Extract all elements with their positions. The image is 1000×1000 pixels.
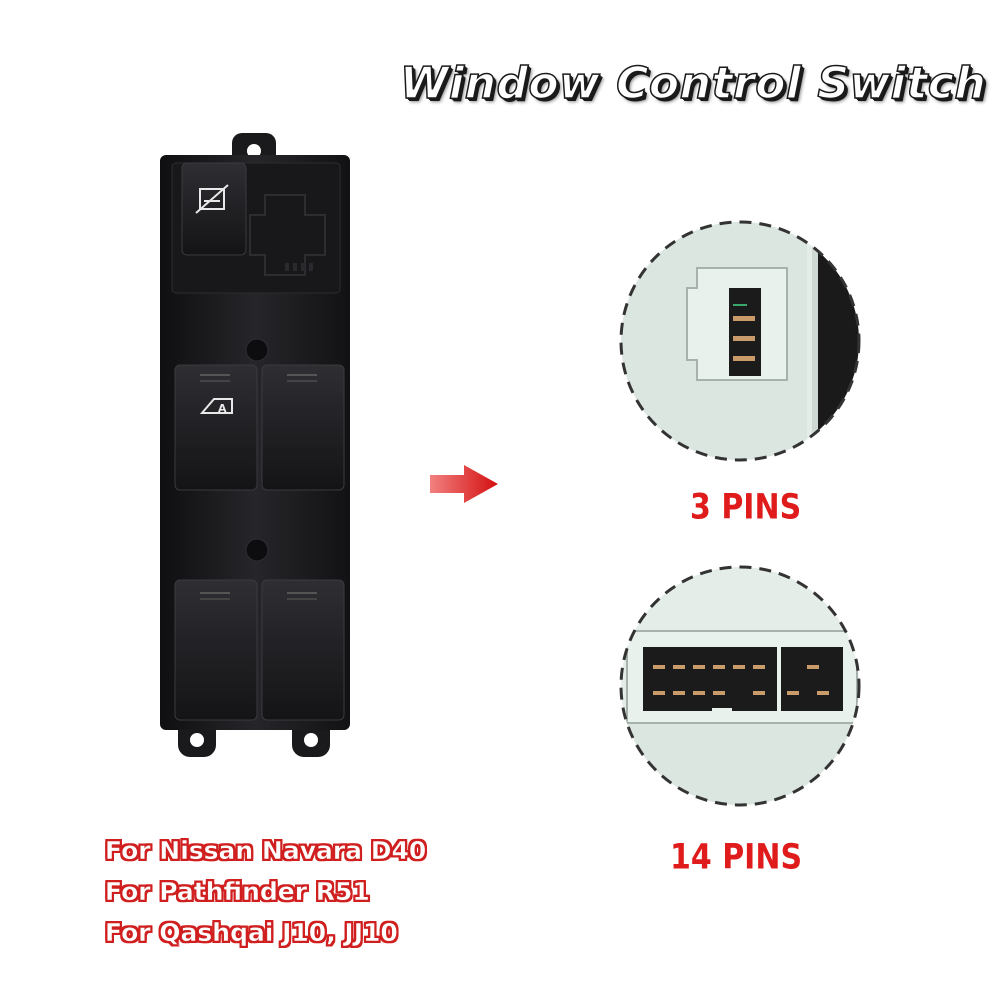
- svg-text:A: A: [218, 402, 227, 415]
- page-title: Window Control Switch: [399, 57, 987, 110]
- passenger-window-button[interactable]: [261, 364, 345, 491]
- window-lock-icon: [195, 184, 229, 214]
- connector-3-pin-inset: [619, 220, 861, 462]
- window-switch-image: A: [160, 133, 350, 757]
- pins-14-label: 14 PINS: [670, 837, 803, 878]
- mounting-tab-bottom-left: [178, 725, 216, 757]
- pins-3-label: 3 PINS: [690, 487, 802, 528]
- red-arrow-icon: [430, 465, 498, 503]
- rear-left-window-button[interactable]: [174, 579, 258, 721]
- connector-pins: [733, 316, 755, 361]
- compatibility-item: For Qashqai J10, JJ10: [105, 918, 398, 947]
- connector-pins: [653, 665, 829, 695]
- window-lock-button[interactable]: [181, 162, 247, 256]
- driver-window-button[interactable]: A: [174, 364, 258, 491]
- compatibility-item: For Nissan Navara D40: [105, 836, 427, 865]
- mounting-tab-bottom-right: [292, 725, 330, 757]
- compatibility-item: For Pathfinder R51: [105, 877, 370, 906]
- auto-window-icon: A: [199, 398, 233, 415]
- compatibility-list: For Nissan Navara D40 For Pathfinder R51…: [105, 830, 427, 953]
- connector-14-pin-inset: [619, 565, 861, 807]
- rear-right-window-button[interactable]: [261, 579, 345, 721]
